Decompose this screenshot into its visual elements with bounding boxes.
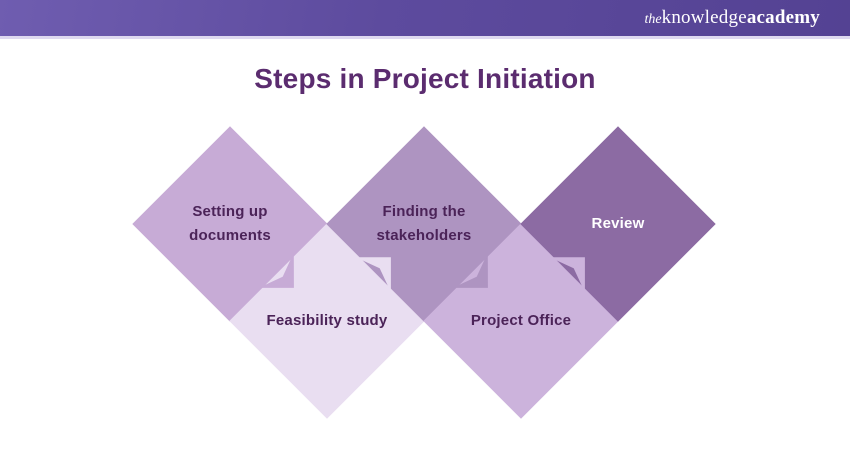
logo-academy: academy [746, 7, 820, 29]
flow-arrow-3-4 [454, 254, 488, 288]
logo-knowledge: knowledge [661, 7, 747, 29]
step-label-5: Review [591, 215, 645, 232]
step-label-4: Project Office [470, 312, 572, 329]
flow-arrow-4-5 [551, 257, 585, 291]
step-label-2: Feasibility study [266, 312, 388, 329]
logo-the: the [644, 12, 662, 28]
flow-arrow-1-2 [260, 254, 294, 288]
step-label-1: Setting up documents [189, 203, 271, 244]
page-title: Steps in Project Initiation [254, 63, 596, 94]
flow-arrow-2-3 [357, 257, 391, 291]
header-accent-strip [0, 36, 850, 39]
step-label-3: Finding the stakeholders [376, 203, 472, 244]
header-bar: theknowledgeacademy [0, 0, 850, 36]
brand-logo: theknowledgeacademy [645, 8, 820, 27]
diamond-step-5 [520, 126, 716, 322]
